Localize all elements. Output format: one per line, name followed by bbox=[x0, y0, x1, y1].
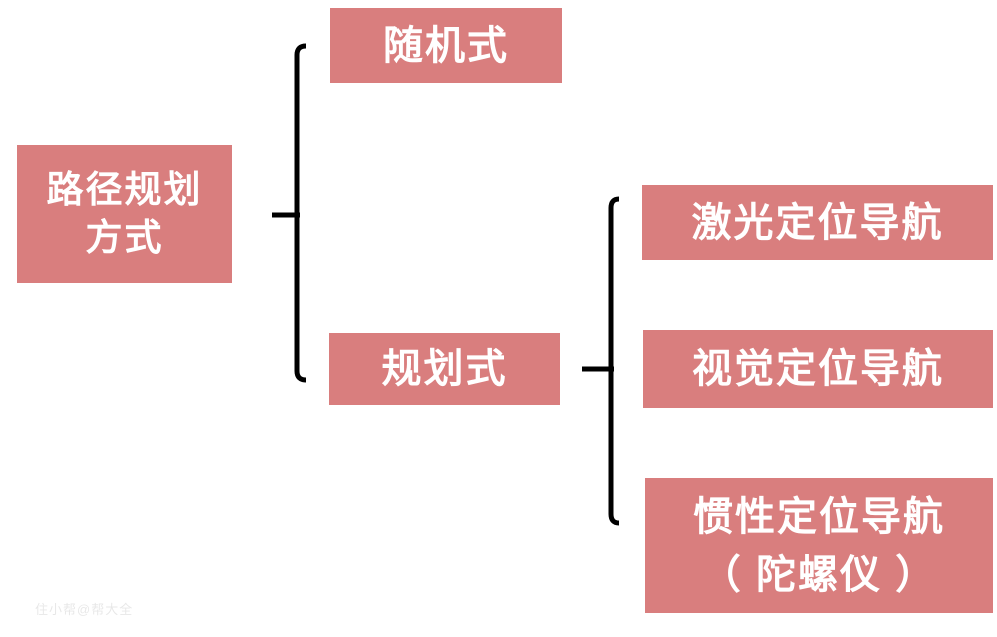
node-label: 激光定位导航 bbox=[691, 200, 944, 245]
node-random-type: 随机式 bbox=[330, 8, 562, 83]
node-label: 规划式 bbox=[381, 347, 508, 391]
node-label-line: （ 陀螺仪 ） bbox=[700, 552, 938, 597]
node-path-planning-method: 路径规划 方式 bbox=[17, 145, 232, 283]
left-bracket bbox=[294, 43, 307, 383]
node-label-line: 路径规划 bbox=[46, 168, 203, 210]
right-bracket bbox=[608, 196, 620, 526]
node-visual-navigation: 视觉定位导航 bbox=[643, 330, 993, 408]
node-laser-navigation: 激光定位导航 bbox=[642, 185, 993, 260]
node-label: 随机式 bbox=[383, 23, 509, 68]
node-label-line: 惯性定位导航 bbox=[693, 494, 945, 539]
node-label-line: 方式 bbox=[85, 217, 164, 258]
node-inertial-navigation: 惯性定位导航 （ 陀螺仪 ） bbox=[645, 478, 993, 613]
node-planned-type: 规划式 bbox=[329, 333, 560, 405]
node-label: 视觉定位导航 bbox=[692, 347, 944, 391]
watermark: 住小帮@帮大全 bbox=[35, 602, 134, 617]
